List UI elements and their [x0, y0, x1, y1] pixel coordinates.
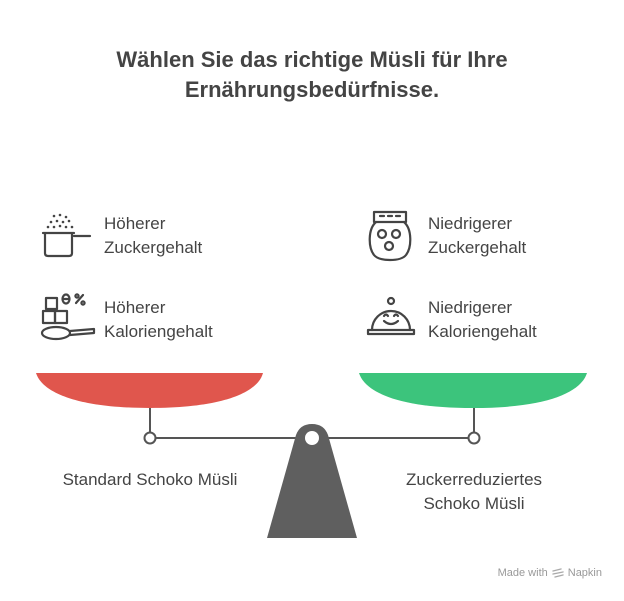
- jar-icon: [368, 210, 412, 262]
- feature-right-sugar: Niedrigerer Zuckergehalt: [428, 212, 526, 260]
- title-line-2: Ernährungsbedürfnisse.: [184, 77, 440, 102]
- scale-pivot: [305, 431, 319, 445]
- feature-right-calories: Niedrigerer Kaloriengehalt: [428, 296, 537, 344]
- feature-left-calories: Höherer Kaloriengehalt: [104, 296, 213, 344]
- left-pan: [36, 373, 263, 408]
- feature-left-sugar-line2: Zuckergehalt: [104, 238, 203, 257]
- footer-brand: Napkin: [567, 567, 602, 579]
- right-option-label-line1: Zuckerreduziertes: [405, 470, 543, 489]
- feature-right-calories-line1: Niedrigerer: [428, 298, 513, 317]
- sugar-cubes-spoon-icon: [40, 293, 96, 341]
- feature-right-calories-line2: Kaloriengehalt: [428, 322, 537, 341]
- left-beam-end: [143, 431, 157, 445]
- sugar-scoop-icon: [41, 213, 92, 258]
- right-pan: [359, 373, 587, 408]
- feature-right-sugar-line2: Zuckergehalt: [428, 238, 527, 257]
- left-option-label: Standard Schoko Müsli: [40, 468, 260, 492]
- feature-right-sugar-line1: Niedrigerer: [428, 214, 513, 233]
- smiling-cloche-icon: [366, 296, 416, 336]
- left-option-label-text: Standard Schoko Müsli: [62, 470, 238, 489]
- right-option-label: Zuckerreduziertes Schoko Müsli: [364, 468, 584, 516]
- napkin-logo-icon: [552, 567, 564, 578]
- footer-credit: Made with Napkin: [498, 567, 602, 579]
- footer-made-with: Made with: [497, 567, 548, 579]
- scale-stand: [267, 424, 357, 538]
- page-title: Wählen Sie das richtige Müsli für Ihre E…: [62, 45, 562, 105]
- feature-left-calories-line2: Kaloriengehalt: [104, 322, 213, 341]
- right-beam-end: [467, 431, 481, 445]
- title-line-1: Wählen Sie das richtige Müsli für Ihre: [116, 47, 508, 72]
- feature-left-calories-line1: Höherer: [104, 298, 166, 317]
- feature-left-sugar: Höherer Zuckergehalt: [104, 212, 202, 260]
- right-option-label-line2: Schoko Müsli: [423, 494, 525, 513]
- feature-left-sugar-line1: Höherer: [104, 214, 166, 233]
